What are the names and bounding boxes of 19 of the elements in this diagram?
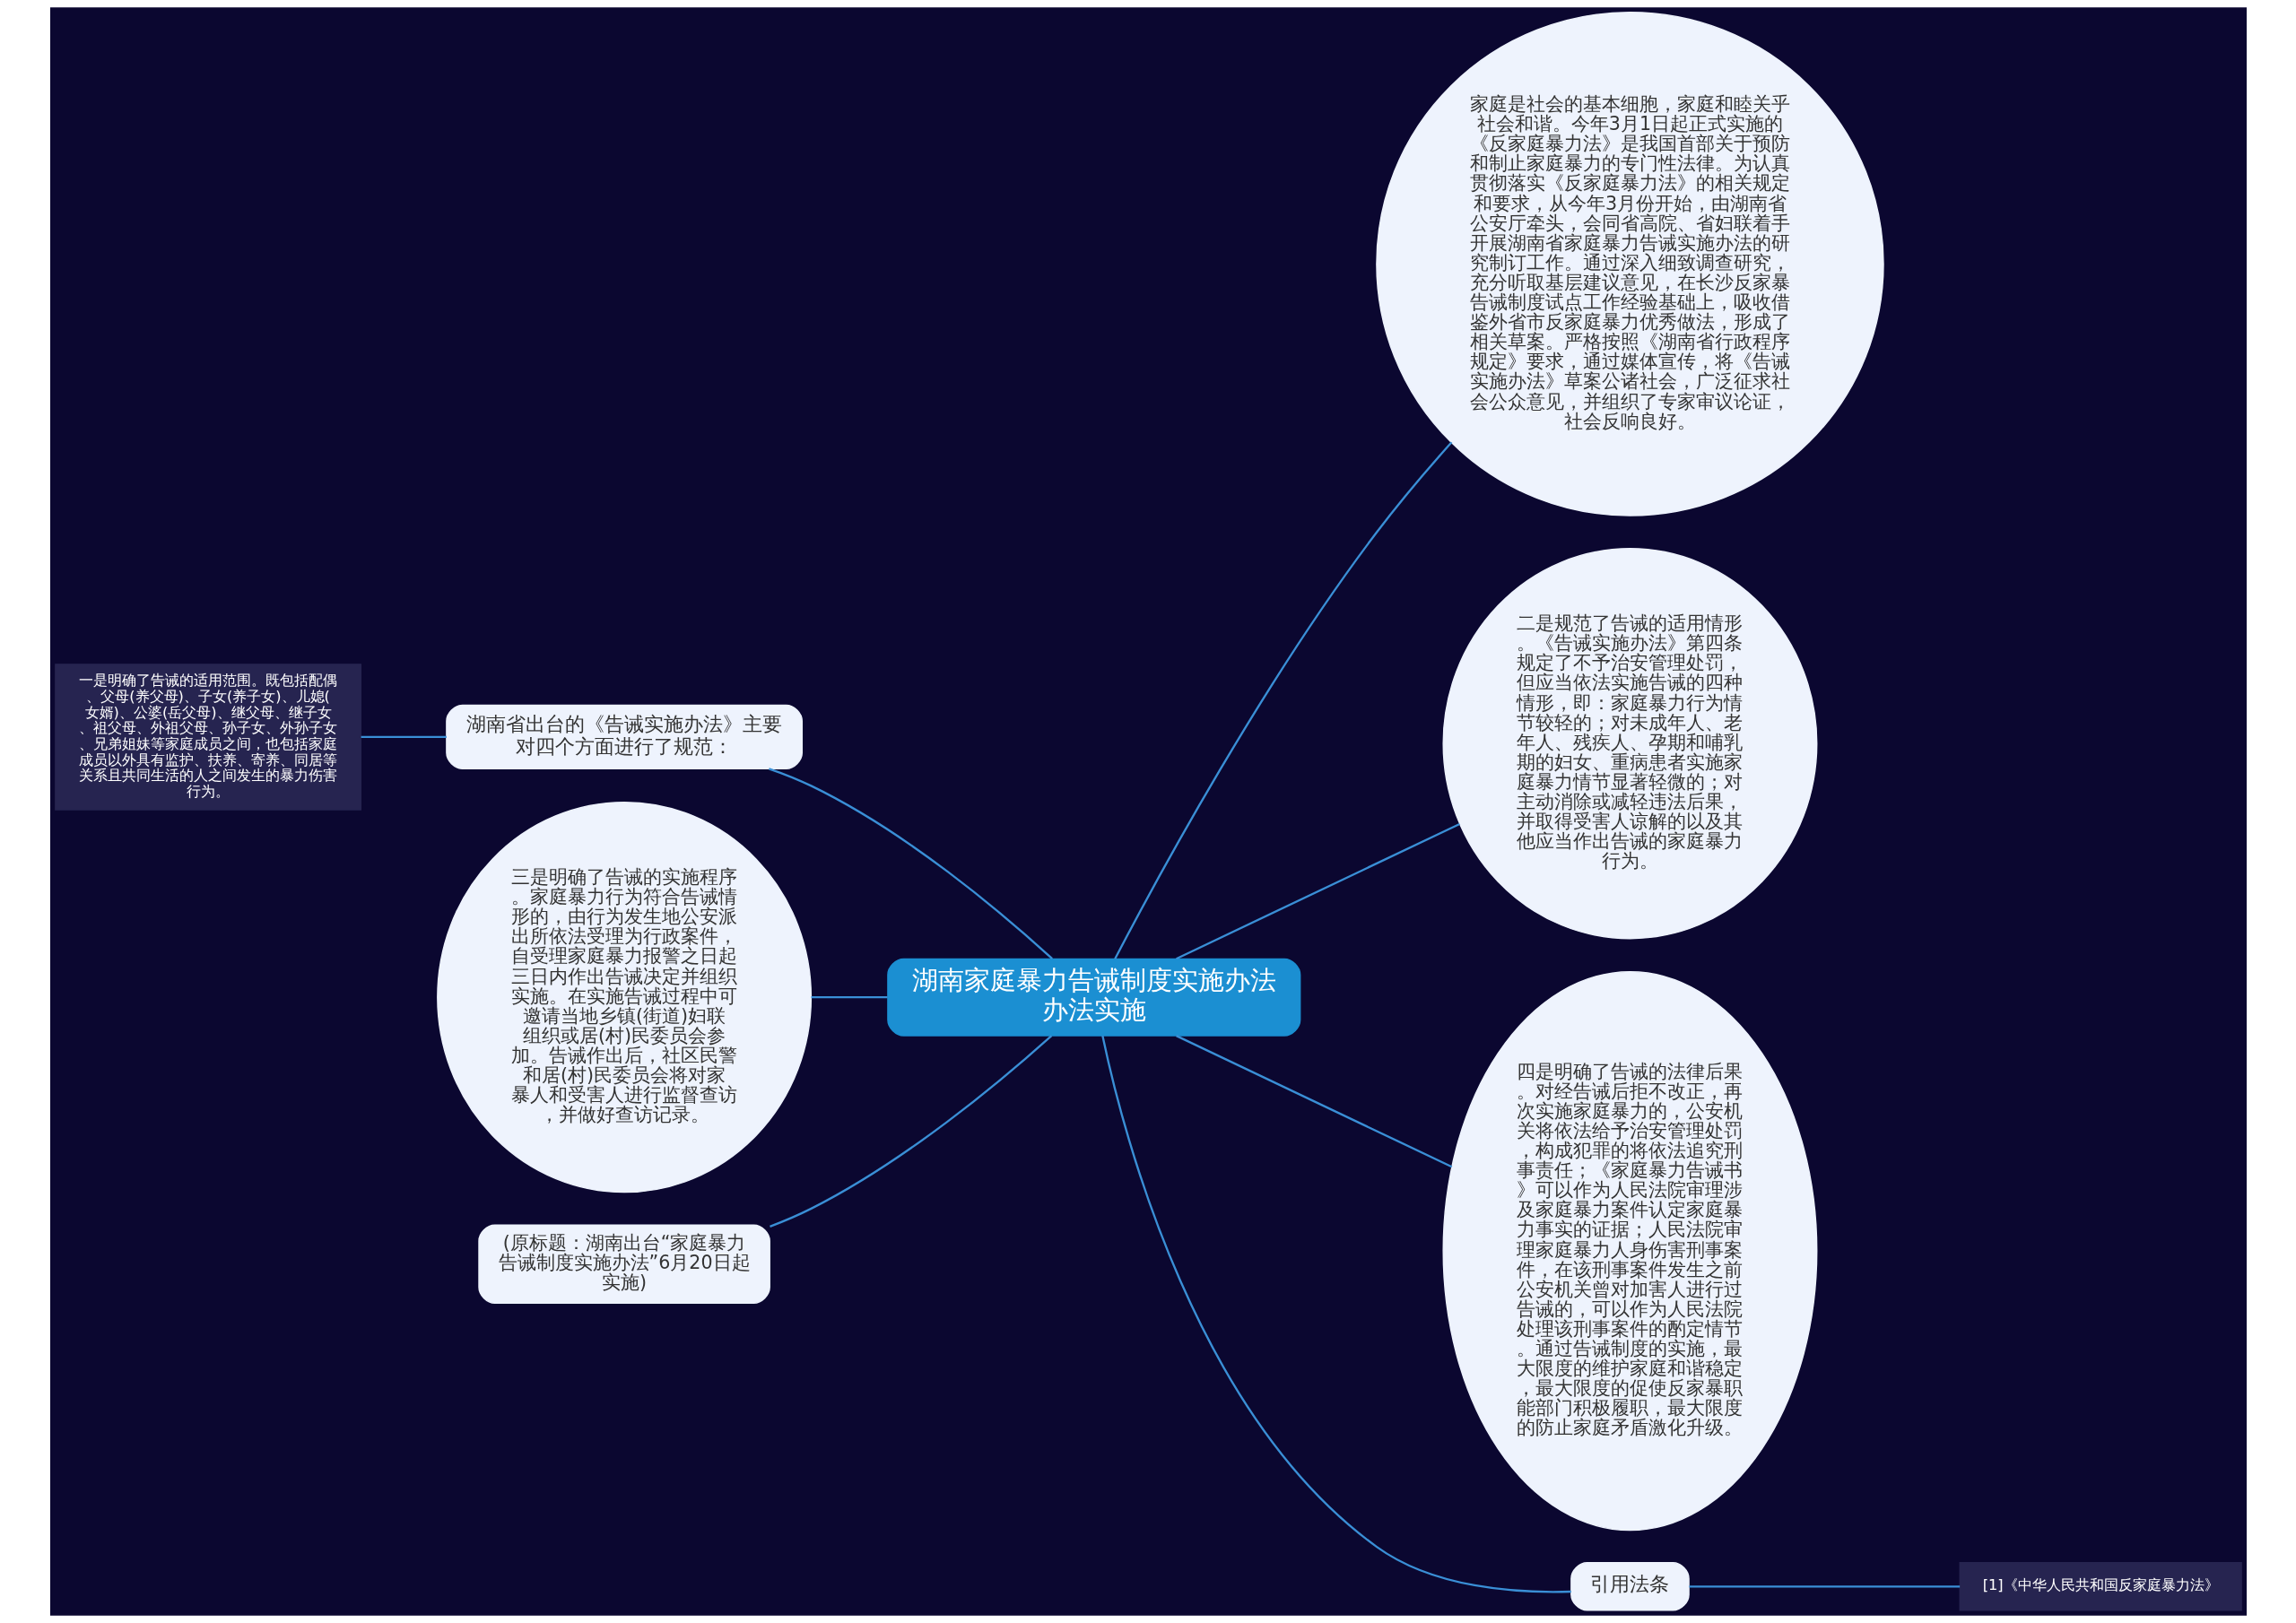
node-box: 湖南省出台的《告诫实施办法》主要对四个方面进行了规范： [445,704,803,769]
node-circle: 三是明确了告诫的实施程序。家庭暴力行为符合告诫情形的，由行为发生地公安派出所依法受理为行政案件，自受理家庭暴力报警之日起三日内作出告诫决定并组织实施。在实施告诫过程中可邀请当地乡镇(街道)妇联组织或居(村)民委员会参加。告诫作出后，社区民警和居(村)民委员会将对家暴人和受害人进行监督查访，并做好查访记录。 [436,802,812,1193]
connector [811,996,888,999]
node-box: 引用法条 [1570,1562,1690,1611]
connector [768,768,1053,960]
node-box: (原标题：湖南出台“家庭暴力告诫制度实施办法”6月20日起实施) [477,1224,770,1304]
node-circle: 家庭是社会的基本细胞，家庭和睦关乎社会和谐。今年3月1日起正式实施的《反家庭暴力法》是我国首部关于预防和制止家庭暴力的专门性法律。为认真贯彻落实《反家庭暴力法》的相关规定和要求，从今年3月份开始，由湖南省公安厅牵头，会同省高院、省妇联着手开展湖南省家庭暴力告诫实施办法的研究制订工作。通过深入细致调查研究，充分听取基层建议意见，在长沙反家暴告诫制度试点工作经验基础上，吸收借鉴外省市反家庭暴力优秀做法，形成了相关草案。严格按照《湖南省行政程序规定》要求，通过媒体宣传，将《告诫实施办法》草案公诸社会，广泛征求社会公众意见，并组织了专家审议论证，社会反响良好。 [1375,12,1884,516]
connector [1175,822,1460,960]
connector [769,1035,1052,1228]
node-box: 湖南家庭暴力告诫制度实施办法办法实施 [886,958,1300,1037]
connector [1100,1035,1571,1593]
connector [1113,441,1452,959]
node-circle: 二是规范了告诫的适用情形。《告诫实施办法》第四条规定了不予治安管理处罚，但应当依法实施告诫的四种情形，即：家庭暴力行为情节较轻的；对未成年人、老年人、残疾人、孕期和哺乳期的妇女、重病患者实施家庭暴力情节显著轻微的；对主动消除或减轻违法后果，并取得受害人谅解的以及其他应当作出告诫的家庭暴力行为。 [1441,548,1817,940]
connector [1175,1035,1452,1168]
node-box: [1]《中华人民共和国反家庭暴力法》 [1959,1562,2242,1611]
node-box: 一是明确了告诫的适用范围。既包括配偶、父母(养父母)、子女(养子女)、儿媳(女婿)、公婆(岳父母)、继父母、继子女、祖父母、外祖父母、孙子女、外孙子女、兄弟姐妹等家庭成员之间，也包括家庭成员以外具有监护、扶养、寄养、同居等关系且共同生活的人之间发生的暴力伤害行为。 [54,664,361,811]
connector [361,735,447,739]
connector [1688,1585,1960,1588]
node-ellipse: 四是明确了告诫的法律后果。对经告诫后拒不改正，再次实施家庭暴力的，公安机关将依法给予治安管理处罚，构成犯罪的将依法追究刑事责任；《家庭暴力告诫书》可以作为人民法院审理涉及家庭暴力案件认定家庭暴力事实的证据；人民法院审理家庭暴力人身伤害刑事案件，在该刑事案件发生之前公安机关曾对加害人进行过告诫的，可以作为人民法院处理该刑事案件的酌定情节。通过告诫制度的实施，最大限度的维护家庭和谐稳定，最大限度的促使反家暴职能部门积极履职，最大限度的防止家庭矛盾激化升级。 [1441,970,1817,1532]
